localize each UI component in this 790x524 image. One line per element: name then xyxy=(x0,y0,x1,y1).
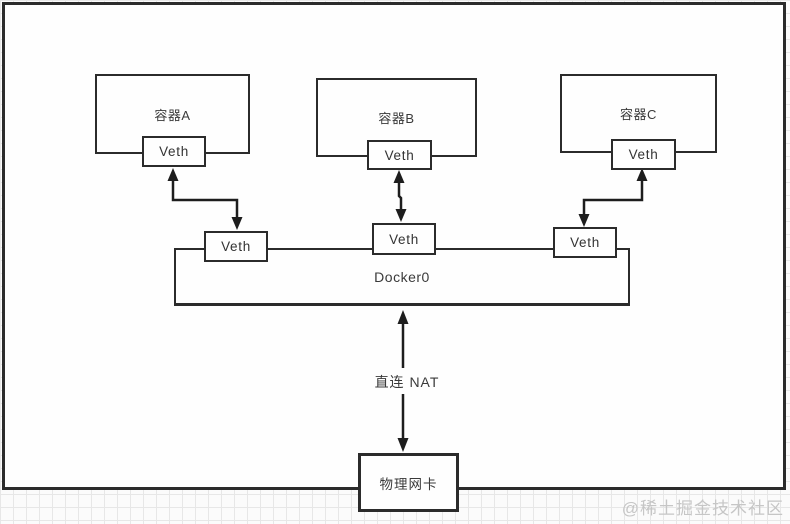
veth-label: Veth xyxy=(389,231,419,247)
veth-box-container-b: Veth xyxy=(367,140,432,170)
physical-nic-box: 物理网卡 xyxy=(358,453,459,512)
physical-nic-label: 物理网卡 xyxy=(379,476,438,492)
watermark-text: @稀土掘金技术社区 xyxy=(621,499,784,518)
veth-box-container-c: Veth xyxy=(611,139,676,170)
veth-box-bridge-right: Veth xyxy=(553,227,617,258)
container-b-label: 容器B xyxy=(378,111,415,126)
veth-box-bridge-middle: Veth xyxy=(372,223,436,255)
container-a-box: 容器A xyxy=(95,74,250,154)
docker0-label: Docker0 xyxy=(374,268,430,285)
container-a-label: 容器A xyxy=(154,107,191,123)
veth-box-bridge-left: Veth xyxy=(204,231,268,262)
container-c-label: 容器C xyxy=(620,107,657,122)
veth-label: Veth xyxy=(628,147,659,162)
veth-box-container-a: Veth xyxy=(142,136,206,167)
veth-label: Veth xyxy=(570,235,600,250)
veth-label: Veth xyxy=(159,144,189,159)
nat-connection-label: 直连 NAT xyxy=(352,372,462,392)
veth-label: Veth xyxy=(384,147,415,163)
veth-label: Veth xyxy=(221,239,251,254)
